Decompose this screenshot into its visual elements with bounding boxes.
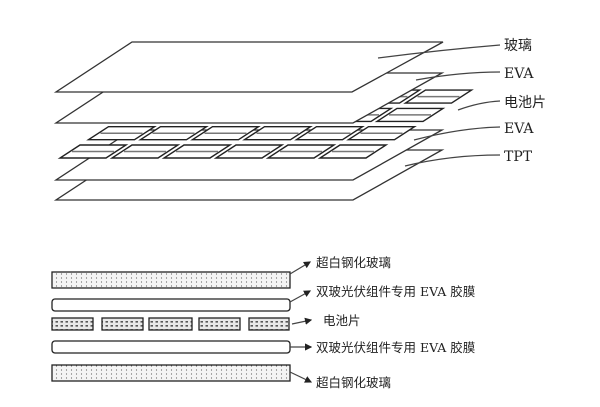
label-ultra-white-glass-bottom: 超白钢化玻璃: [316, 375, 391, 390]
label-tpt: TPT: [504, 149, 533, 165]
label-eva-upper: EVA: [504, 66, 534, 82]
solar-cell-section: [248, 317, 290, 331]
leader-line-eva-lower: [413, 126, 501, 141]
leader-line-cells: [457, 100, 501, 111]
label-solar-cells: 电池片: [323, 313, 361, 328]
label-glass: 玻璃: [504, 37, 532, 54]
eva-bottom-section: [51, 340, 291, 354]
glass-layer: [53, 41, 444, 93]
glass-bottom-section: [51, 364, 291, 382]
leader-line-tpt: [404, 154, 501, 167]
leader-line-glass: [377, 44, 501, 59]
leader-line-eva-upper: [415, 71, 501, 81]
solar-cell-section: [101, 317, 144, 331]
solar-cell-section: [198, 317, 241, 331]
label-eva-film-bottom: 双玻光伏组件专用 EVA 胶膜: [316, 340, 475, 355]
label-eva-lower: EVA: [504, 121, 534, 137]
solar-cell-section: [148, 317, 193, 331]
arrow-eva-top: [289, 290, 312, 303]
eva-top-section: [51, 298, 291, 312]
arrow-cells: [291, 317, 313, 325]
label-cells: 电池片: [504, 95, 546, 111]
arrow-glass-bottom: [289, 371, 313, 383]
glass-top-section: [51, 271, 291, 289]
exploded-view: 玻璃 EVA 电池片 EVA TPT: [53, 37, 546, 201]
label-ultra-white-glass-top: 超白钢化玻璃: [316, 255, 391, 270]
cell-row-section: [51, 317, 290, 331]
cross-section-view: 超白钢化玻璃 双玻光伏组件专用 EVA 胶膜 电池片 双玻光伏组件专用 EVA …: [51, 255, 475, 390]
arrow-glass-top: [289, 261, 312, 275]
solar-cell-section: [51, 317, 94, 331]
label-eva-film-top: 双玻光伏组件专用 EVA 胶膜: [316, 284, 475, 299]
